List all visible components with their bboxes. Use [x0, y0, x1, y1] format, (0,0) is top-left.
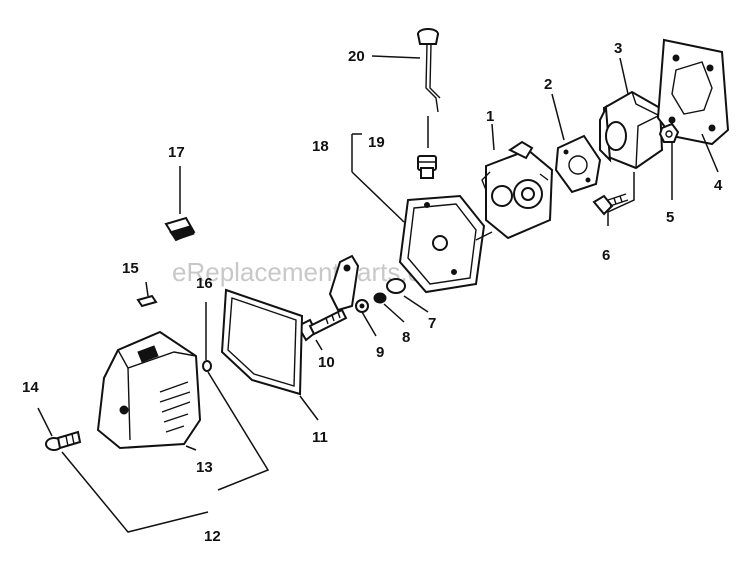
label-11: 11	[312, 429, 328, 446]
label-8: 8	[402, 329, 410, 346]
label-13: 13	[196, 459, 213, 476]
part-9-bracket	[328, 254, 369, 313]
part-15-label	[136, 294, 158, 308]
label-12: 12	[204, 528, 221, 545]
label-14: 14	[22, 379, 39, 396]
part-6-bolt	[592, 193, 629, 216]
part-20-choke-rod	[417, 28, 441, 113]
part-7-o-ring	[386, 278, 406, 294]
leader-lines	[37, 55, 719, 533]
label-2: 2	[544, 76, 552, 93]
label-5: 5	[666, 209, 674, 226]
part-11-air-filter	[220, 288, 304, 396]
label-1: 1	[486, 108, 494, 125]
label-10: 10	[318, 354, 335, 371]
part-8-washer	[373, 292, 387, 304]
part-18-filter-base	[398, 194, 493, 294]
part-17-clip	[164, 216, 196, 242]
label-19: 19	[368, 134, 385, 151]
part-10-bolt	[296, 308, 348, 342]
part-16-seal	[202, 360, 212, 372]
part-1-carburetor	[481, 140, 554, 240]
label-3: 3	[614, 40, 622, 57]
label-9: 9	[376, 344, 384, 361]
part-13-filter-cover	[96, 330, 202, 450]
label-16: 16	[196, 275, 213, 292]
part-4-gasket-plate	[656, 38, 730, 146]
part-labels: 20 19 18 1 2 3 4 5 6 7 8 9 10 11 12 13 1…	[22, 40, 723, 545]
label-20: 20	[348, 48, 365, 65]
part-19-fitting	[417, 155, 437, 179]
part-2-gasket	[554, 134, 602, 194]
label-4: 4	[714, 177, 723, 194]
part-14-screw	[45, 430, 82, 451]
label-6: 6	[602, 247, 610, 264]
label-17: 17	[168, 144, 185, 161]
part-3-intake-adapter	[599, 90, 664, 170]
label-15: 15	[122, 260, 139, 277]
label-7: 7	[428, 315, 436, 332]
label-18: 18	[312, 138, 329, 155]
part-5-nut	[658, 122, 680, 143]
